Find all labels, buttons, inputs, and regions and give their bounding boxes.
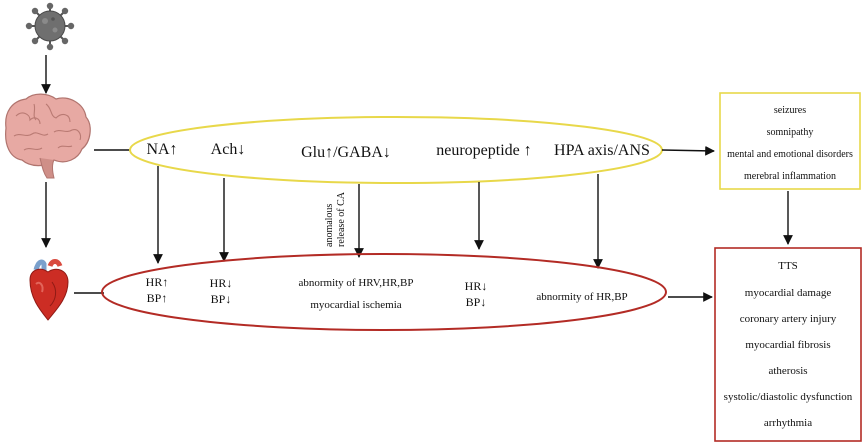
outcome-atherosis: atherosis <box>768 365 807 377</box>
mediator-hpa-axis: HPA axis/ANS <box>554 142 650 159</box>
cardiac-outcomes-box <box>714 247 862 442</box>
outcome-arrhythmia: arrhythmia <box>764 417 812 429</box>
cardiac-effects-ellipse <box>101 253 667 331</box>
outcome-tts: TTS <box>778 260 798 272</box>
outcome-coronary-artery-injury: coronary artery injury <box>740 313 837 325</box>
outcome-somnipathy: somnipathy <box>767 127 814 138</box>
mediator-glu-gaba: Glu↑/GABA↓ <box>301 144 391 161</box>
neurological-outcomes-box <box>719 92 861 190</box>
effect-ach-hr: HR↓ <box>210 276 233 290</box>
effect-na-bp: BP↑ <box>147 291 168 305</box>
outcome-seizures: seizures <box>774 105 806 116</box>
effect-hr-bp-abnormity: abnormity of HR,BP <box>536 291 627 303</box>
outcome-mental-emotional: mental and emotional disorders <box>727 149 853 160</box>
ca-label-line1: anomalous <box>324 204 335 247</box>
virus-icon <box>25 2 75 51</box>
mediator-ach: Ach↓ <box>211 141 246 158</box>
outcome-merebral-inflammation: merebral inflammation <box>744 171 836 182</box>
outcome-systolic-diastolic-dysfunction: systolic/diastolic dysfunction <box>724 391 853 403</box>
effect-myocardial-ischemia: myocardial ischemia <box>310 299 401 311</box>
effect-na-hr: HR↑ <box>146 275 169 289</box>
effect-hrv-abnormity: abnormity of HRV,HR,BP <box>298 277 413 289</box>
brain-ellipse-to-outcomes-arrow <box>661 145 715 156</box>
brain-icon <box>5 93 91 179</box>
outcome-myocardial-damage: myocardial damage <box>745 287 832 299</box>
effect-neuropeptide-hr: HR↓ <box>465 279 488 293</box>
mediator-neuropeptide: neuropeptide ↑ <box>436 142 532 159</box>
effect-ach-bp: BP↓ <box>211 292 232 306</box>
ca-label-line2: release of CA <box>336 191 347 247</box>
heart-icon <box>29 259 69 321</box>
ca-release-label: anomalous release of CA <box>324 191 347 247</box>
mediator-na: NA↑ <box>146 141 177 158</box>
effect-neuropeptide-bp: BP↓ <box>466 295 487 309</box>
outcome-myocardial-fibrosis: myocardial fibrosis <box>745 339 830 351</box>
